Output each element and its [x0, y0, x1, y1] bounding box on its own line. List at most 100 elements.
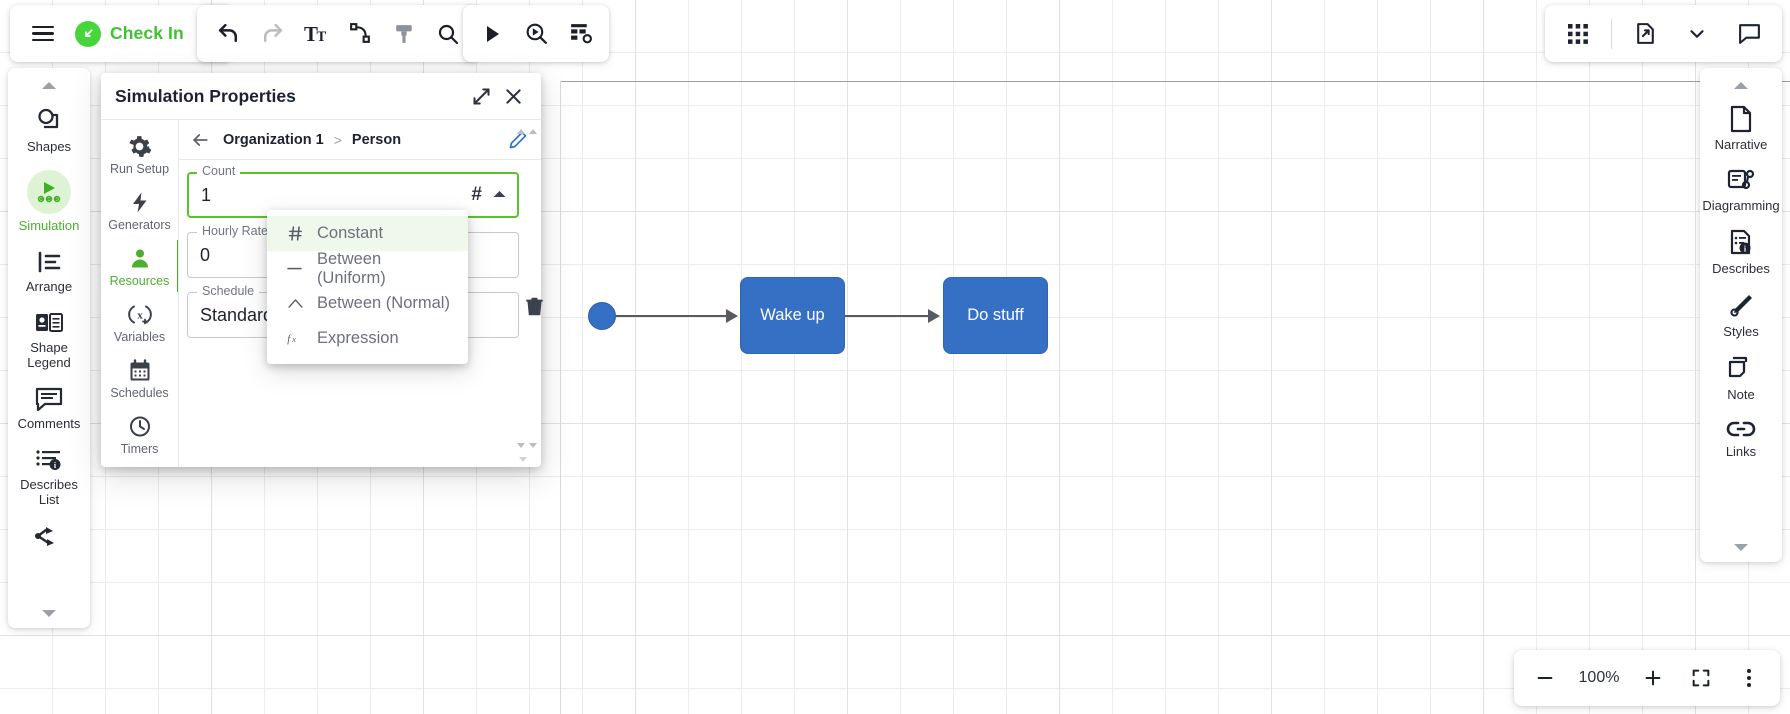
sidebar-item-describes-list[interactable]: i Describes List: [8, 438, 90, 514]
dialog-expand-button[interactable]: [465, 80, 497, 112]
note-stack-icon: [1728, 356, 1748, 378]
node-wake-up-label: Wake up: [760, 306, 825, 324]
format-painter-button[interactable]: [385, 15, 423, 53]
tab-run-setup[interactable]: Run Setup: [101, 126, 178, 182]
dialog-scroll-down-right[interactable]: [527, 439, 539, 451]
dash-icon: [285, 260, 305, 277]
svg-text:i: i: [1744, 245, 1747, 254]
dialog-scroll-bottom-left[interactable]: [517, 453, 529, 465]
comments-icon: [35, 387, 63, 412]
tab-timers[interactable]: Timers: [101, 406, 178, 462]
comments-button[interactable]: [1730, 15, 1768, 53]
field-count-adornments: #: [471, 184, 507, 206]
sidebar-item-styles[interactable]: Styles: [1700, 283, 1782, 346]
sidebar-item-comments[interactable]: Comments: [8, 377, 90, 438]
search-button[interactable]: [429, 15, 467, 53]
tab-timers-label: Timers: [120, 442, 159, 456]
chevron-up-icon: [42, 81, 56, 89]
more-vertical-icon: [1747, 669, 1751, 687]
breadcrumb-back-button[interactable]: [187, 127, 213, 153]
sidebar-item-describes-list-label: Describes List: [20, 477, 78, 507]
main-toolbar-left: Check In i: [10, 5, 232, 62]
document-export-icon: [1636, 23, 1654, 44]
shapes-icon: [38, 108, 59, 129]
text-format-button[interactable]: T T: [297, 15, 335, 53]
main-toolbar-center: T T: [197, 5, 479, 62]
svg-text:x: x: [137, 310, 143, 322]
expand-diagonal-icon: [472, 87, 490, 105]
sidebar-item-arrange[interactable]: Arrange: [8, 240, 90, 301]
right-sidebar-scroll-up[interactable]: [1700, 74, 1782, 96]
tab-schedules[interactable]: Schedules: [101, 350, 178, 406]
dropdown-option-expression[interactable]: f x Expression: [267, 321, 468, 356]
simulation-glyph: [37, 182, 61, 203]
narrative-page-icon: [1730, 105, 1752, 133]
sidebar-item-note-label: Note: [1727, 387, 1755, 402]
sidebar-item-share[interactable]: [8, 514, 90, 560]
svg-text:T: T: [316, 29, 326, 45]
breadcrumb-current[interactable]: Person: [351, 131, 402, 148]
check-in-button[interactable]: Check In: [75, 20, 184, 47]
step-button[interactable]: [517, 15, 555, 53]
sidebar-item-describes[interactable]: i Describes: [1700, 220, 1782, 283]
sidebar-item-shapes[interactable]: Shapes: [8, 96, 90, 161]
zoom-in-button[interactable]: [1636, 661, 1670, 695]
connector-button[interactable]: [341, 15, 379, 53]
sidebar-item-simulation-label: Simulation: [18, 218, 80, 233]
sidebar-item-diagramming[interactable]: Diagramming: [1700, 159, 1782, 220]
dropdown-option-between-uniform[interactable]: Between (Uniform): [267, 250, 468, 287]
undo-button[interactable]: [209, 15, 247, 53]
hamburger-menu-button[interactable]: [24, 15, 62, 53]
links-chain-icon: [1726, 421, 1756, 437]
caret-up-icon[interactable]: [492, 186, 507, 204]
apps-grid-button[interactable]: [1559, 15, 1597, 53]
run-button[interactable]: [473, 15, 511, 53]
node-do-stuff[interactable]: Do stuff: [943, 277, 1048, 354]
sidebar-item-narrative[interactable]: Narrative: [1700, 96, 1782, 159]
dialog-scroll-up-right[interactable]: [527, 125, 539, 137]
left-sidebar-scroll-down[interactable]: [8, 602, 90, 624]
field-schedule-label: Schedule: [197, 284, 260, 298]
sidebar-item-shape-legend[interactable]: Shape Legend: [8, 301, 90, 377]
redo-button[interactable]: [253, 15, 291, 53]
results-button[interactable]: [561, 15, 599, 53]
fit-screen-button[interactable]: [1684, 661, 1718, 695]
export-document-button[interactable]: [1626, 15, 1664, 53]
more-options-button[interactable]: [1732, 661, 1766, 695]
fx-icon: f x: [285, 330, 305, 347]
dialog-scrollbar[interactable]: [517, 120, 539, 467]
zoom-out-button[interactable]: [1528, 661, 1562, 695]
dropdown-option-constant[interactable]: Constant: [267, 216, 468, 251]
connector-start-to-wakeup[interactable]: [616, 315, 728, 317]
undo-icon: [218, 23, 237, 43]
hash-icon[interactable]: #: [471, 184, 482, 205]
distribution-type-dropdown: Constant Between (Uniform) Between (Norm…: [267, 210, 468, 364]
dropdown-option-between-normal-label: Between (Normal): [317, 294, 450, 312]
export-dropdown-button[interactable]: [1678, 15, 1716, 53]
sidebar-item-simulation[interactable]: Simulation: [8, 161, 90, 240]
delete-resource-button[interactable]: [519, 291, 549, 321]
connector-wakeup-to-dostuff[interactable]: [845, 315, 929, 317]
node-wake-up[interactable]: Wake up: [740, 277, 845, 354]
tab-generators[interactable]: Generators: [101, 182, 178, 238]
start-node[interactable]: [588, 302, 616, 330]
tab-resources[interactable]: Resources: [101, 238, 178, 294]
breadcrumb-edit-button[interactable]: [505, 127, 531, 153]
sidebar-item-shapes-label: Shapes: [26, 139, 72, 154]
right-sidebar: Narrative Diagramming i Describes: [1700, 68, 1782, 562]
breadcrumb-root[interactable]: Organization 1: [223, 131, 324, 148]
field-schedule-value[interactable]: Standard: [200, 304, 274, 325]
sidebar-item-links[interactable]: Links: [1700, 409, 1782, 466]
dialog-scroll-down-left[interactable]: [515, 439, 527, 451]
dialog-scroll-up-left[interactable]: [515, 125, 527, 137]
dropdown-option-between-normal[interactable]: Between (Normal): [267, 286, 468, 321]
left-sidebar-scroll-up[interactable]: [8, 74, 90, 96]
field-count-value[interactable]: 1: [201, 184, 212, 205]
sidebar-item-note[interactable]: Note: [1700, 346, 1782, 409]
grid-apps-icon: [1568, 23, 1588, 44]
field-hourly-rate-value[interactable]: 0: [200, 244, 211, 265]
dialog-close-button[interactable]: [497, 80, 529, 112]
tab-schedules-label: Schedules: [110, 386, 169, 400]
right-sidebar-scroll-down[interactable]: [1700, 536, 1782, 558]
tab-variables[interactable]: x Variables: [101, 294, 178, 350]
